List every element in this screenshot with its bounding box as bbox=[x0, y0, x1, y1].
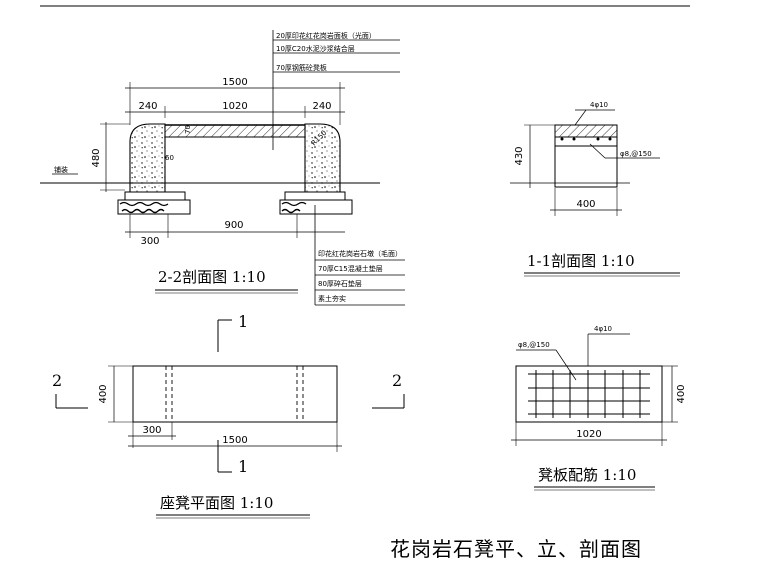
dim-leg: 300 bbox=[140, 236, 159, 247]
left-footing bbox=[124, 191, 186, 201]
section-1-1: 4φ10 φ8,@150 430 400 1-1剖面图 1:10 bbox=[510, 101, 680, 277]
rebar-plan: φ8,@150 4φ10 400 1020 凳板配筋 1:10 bbox=[511, 325, 687, 491]
rebar-outline bbox=[515, 365, 663, 423]
note-bottom-3: 80厚碎石垫层 bbox=[318, 279, 362, 288]
title-section-1-1: 1-1剖面图 1:10 bbox=[527, 252, 635, 270]
dim-left: 240 bbox=[138, 101, 157, 112]
note-bottom-1: 印花红花岗岩石墩（毛面） bbox=[318, 249, 402, 258]
section-1-1-width: 400 bbox=[576, 199, 595, 210]
rebar-width: 400 bbox=[676, 384, 687, 403]
plan-depth: 400 bbox=[98, 384, 109, 403]
right-footing bbox=[284, 191, 346, 201]
rebar-top-label: 4φ10 bbox=[590, 101, 608, 109]
dim-overall: 1500 bbox=[222, 77, 247, 88]
cut-1-bottom: 1 bbox=[238, 457, 248, 476]
plan-leg: 300 bbox=[142, 425, 161, 436]
section-1-1-slab bbox=[554, 124, 618, 138]
note-bottom-4: 素土夯实 bbox=[318, 294, 346, 303]
note-top-2: 10厚C20水泥沙浆结合层 bbox=[276, 44, 355, 53]
main-title: 花岗岩石凳平、立、剖面图 bbox=[390, 537, 642, 561]
rebar-length: 1020 bbox=[576, 429, 601, 440]
rebar-label-stirrup: φ8,@150 bbox=[518, 341, 550, 349]
dim-inner: 60 bbox=[165, 154, 174, 162]
cut-1-top: 1 bbox=[238, 312, 248, 331]
title-rebar: 凳板配筋 1:10 bbox=[538, 466, 636, 484]
right-leg bbox=[304, 123, 341, 193]
gravel-left bbox=[119, 201, 169, 214]
plan-view: 1 1 2 2 400 300 1500 座凳平面图 1:10 bbox=[52, 312, 405, 519]
rebar-label-main: 4φ10 bbox=[594, 325, 612, 333]
cut-2-left: 2 bbox=[52, 371, 62, 390]
dim-span: 900 bbox=[224, 220, 243, 231]
ground-label: 铺装 bbox=[54, 165, 68, 174]
title-section-2-2: 2-2剖面图 1:10 bbox=[158, 268, 266, 286]
plan-outline bbox=[132, 365, 338, 423]
plan-length: 1500 bbox=[222, 435, 247, 446]
dim-right: 240 bbox=[312, 101, 331, 112]
left-leg bbox=[129, 123, 166, 193]
gravel-right bbox=[281, 201, 307, 214]
dim-slab: 70 bbox=[184, 125, 192, 134]
note-bottom-2: 70厚C15混凝土垫层 bbox=[318, 264, 383, 273]
dim-middle: 1020 bbox=[222, 101, 247, 112]
dim-height: 480 bbox=[91, 148, 102, 167]
cut-2-right: 2 bbox=[392, 371, 402, 390]
note-top-3: 70厚钢筋砼凳板 bbox=[276, 63, 327, 72]
section-1-1-height: 430 bbox=[514, 146, 525, 165]
section-2-2: 20厚印花红花岗岩面板（光面） 10厚C20水泥沙浆结合层 70厚钢筋砼凳板 1… bbox=[40, 30, 405, 306]
note-top-1: 20厚印花红花岗岩面板（光面） bbox=[276, 31, 376, 40]
title-plan: 座凳平面图 1:10 bbox=[160, 494, 273, 512]
rebar-side-label: φ8,@150 bbox=[620, 150, 652, 158]
